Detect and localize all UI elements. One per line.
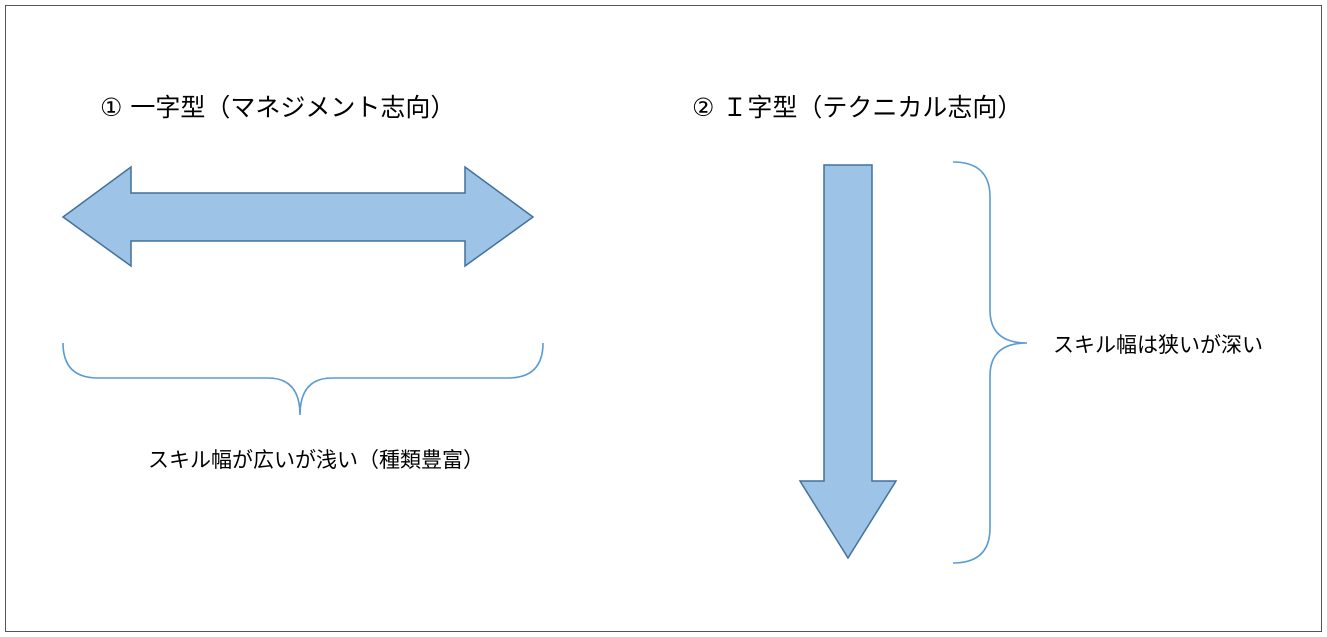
vertical-down-arrow: [798, 164, 898, 560]
horizontal-double-arrow: [61, 165, 535, 268]
left-caption: スキル幅が広いが浅い（種類豊富）: [148, 448, 484, 472]
left-heading: ① 一字型（マネジメント志向）: [100, 93, 455, 122]
right-curly-brace: [952, 161, 1028, 564]
right-heading: ② Ｉ字型（テクニカル志向）: [692, 93, 1022, 122]
diagram-frame: [5, 5, 1322, 632]
right-caption: スキル幅は狭いが深い: [1053, 333, 1263, 357]
left-curly-brace: [62, 342, 544, 416]
